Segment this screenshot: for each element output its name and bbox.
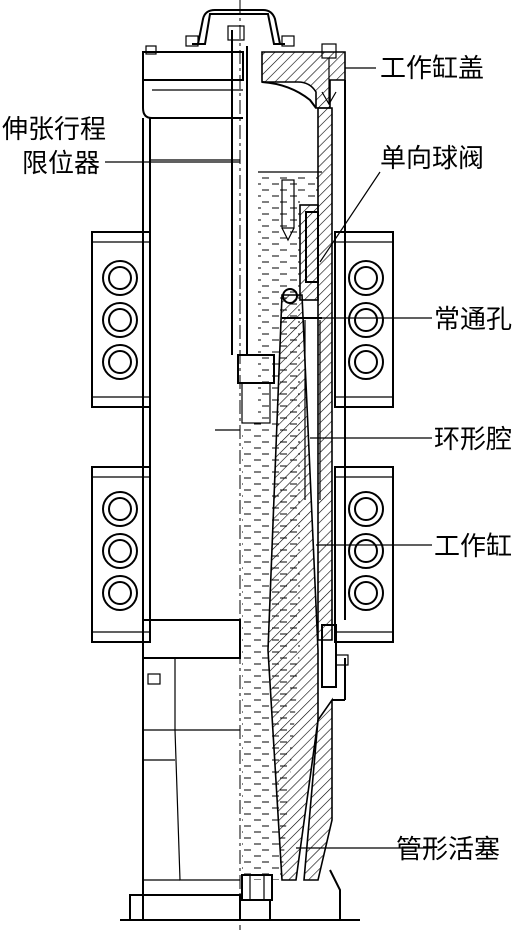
top-handle — [192, 9, 285, 45]
label-stroke-limiter-line2: 限位器 — [22, 149, 100, 179]
left-body — [120, 118, 241, 921]
left-clamp-lower — [91, 466, 151, 643]
right-clamp-upper — [334, 231, 394, 408]
working-cylinder-wall — [303, 80, 346, 881]
label-stroke-limiter-line1: 伸张行程 — [2, 115, 106, 145]
label-cylinder-cover: 工作缸盖 — [380, 54, 484, 84]
cylinder-cover-right — [261, 43, 346, 109]
left-clamp-upper — [91, 231, 151, 408]
cylinder-lower-bolt — [321, 624, 349, 688]
label-orifice: 常通孔 — [434, 305, 512, 335]
bottom-base — [240, 658, 360, 921]
leader-lines — [105, 67, 432, 849]
label-annular-chamber: 环形腔 — [434, 425, 512, 455]
cover-bolts — [145, 25, 295, 55]
label-tubular-piston: 管形活塞 — [396, 835, 500, 865]
label-check-ball-valve: 单向球阀 — [380, 144, 484, 174]
label-working-cylinder: 工作缸 — [434, 532, 512, 562]
check-ball-valve — [281, 179, 319, 304]
cylinder-cover-left — [142, 51, 244, 119]
right-clamp-lower — [334, 466, 394, 643]
